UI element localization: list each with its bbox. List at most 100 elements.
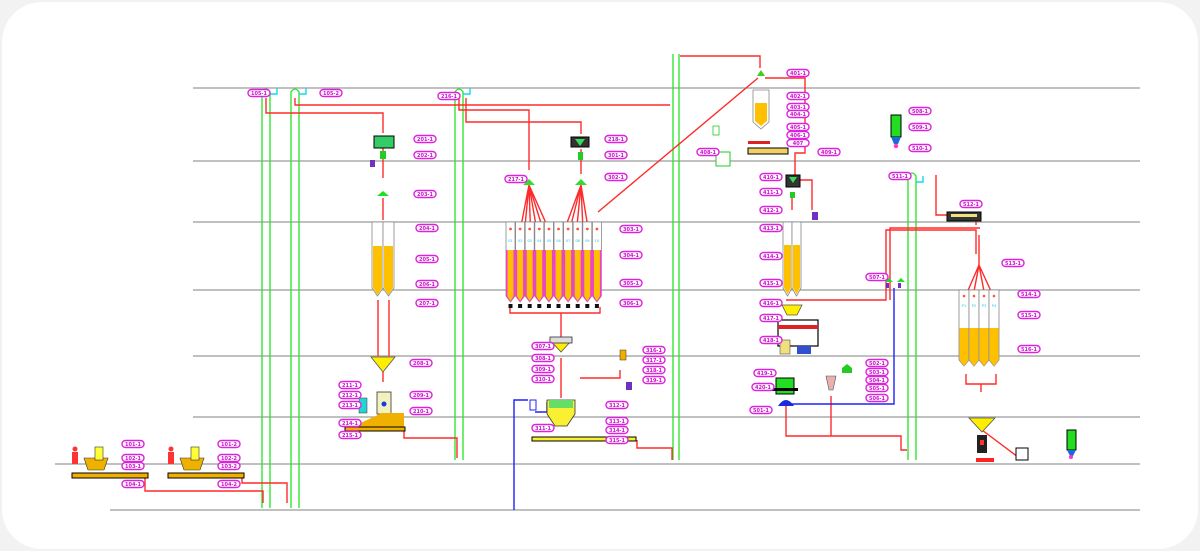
bin-number: 01 xyxy=(508,239,512,243)
tag-label: 208-1 xyxy=(413,361,430,367)
product-bin[interactable]: P4 xyxy=(988,289,1000,367)
separator-top[interactable] xyxy=(523,136,590,185)
tag-label: 105-1 xyxy=(251,91,268,97)
tag-label: 403-1 xyxy=(790,105,807,111)
equipment-tag: 418-1 xyxy=(759,335,783,345)
tag-label: 405-1 xyxy=(790,125,807,131)
tag-label: 302-1 xyxy=(608,175,625,181)
tag-label: 103-1 xyxy=(125,464,142,470)
equipment-tag: 515-1 xyxy=(1017,310,1041,320)
tag-label: 507-1 xyxy=(869,275,886,281)
tag-label: 101-2 xyxy=(221,442,238,448)
intake-station-2[interactable] xyxy=(167,446,245,479)
hopper-packer[interactable] xyxy=(344,356,406,432)
equipment-tag: 101-2 xyxy=(217,439,241,449)
equipment-tag: 308-1 xyxy=(531,353,555,363)
aspiration-lines xyxy=(270,88,924,183)
tempering-bin[interactable]: 04 xyxy=(534,221,545,308)
equipment-tag: 504-1 xyxy=(865,375,889,385)
material-lines xyxy=(144,55,1023,503)
equipment-tag: 411-1 xyxy=(759,187,783,197)
tag-label: 504-1 xyxy=(869,378,886,384)
equipment-tag: 412-1 xyxy=(759,205,783,215)
equipment-tags: 101-1102-1103-1104-1101-2102-2103-2104-2… xyxy=(121,68,1041,489)
tag-label: 515-1 xyxy=(1021,313,1038,319)
equipment-tag: 204-1 xyxy=(415,223,439,233)
operator-icon xyxy=(168,446,174,452)
equipment-tag: 419-1 xyxy=(753,368,777,378)
milling-bins[interactable] xyxy=(782,221,802,297)
tempering-bin[interactable]: 06 xyxy=(553,221,564,308)
equipment-tag: 319-1 xyxy=(642,375,666,385)
equipment-tag: 214-1 xyxy=(338,418,362,428)
equipment-tag: 209-1 xyxy=(409,390,433,400)
roller-mill[interactable] xyxy=(777,304,819,355)
tempering-bin[interactable]: 07 xyxy=(563,221,573,308)
equipment-tag: 503-1 xyxy=(865,367,889,377)
product-bin[interactable]: P1 xyxy=(958,289,970,367)
equipment-tag: 501-1 xyxy=(749,405,773,415)
equipment-tag: 105-1 xyxy=(247,88,271,98)
scalper[interactable] xyxy=(370,135,395,196)
rotary-valves[interactable] xyxy=(885,278,905,288)
storage-silos[interactable] xyxy=(371,221,395,297)
tag-label: 209-1 xyxy=(413,393,430,399)
tag-label: 217-1 xyxy=(508,177,525,183)
tag-label: 414-1 xyxy=(763,254,780,260)
cleaner[interactable] xyxy=(529,336,637,442)
dust-filter-top[interactable] xyxy=(890,114,902,149)
screw-conveyor[interactable] xyxy=(946,211,982,222)
tag-label: 402-1 xyxy=(790,94,807,100)
tag-label: 102-2 xyxy=(221,456,238,462)
equipment-tag: 415-1 xyxy=(759,278,783,288)
tag-label: 216-1 xyxy=(441,94,458,100)
tag-label: 214-1 xyxy=(342,421,359,427)
tag-label: 511-1 xyxy=(892,174,909,180)
dust-filter-bottom[interactable] xyxy=(1066,429,1077,459)
intake-station-1[interactable] xyxy=(71,446,149,479)
equipment-tag: 511-1 xyxy=(888,171,912,181)
equipment-tag: 510-1 xyxy=(908,143,932,153)
tempering-bin[interactable]: 01 xyxy=(505,221,516,308)
tempering-bin[interactable]: 09 xyxy=(582,221,593,308)
equipment-tag: 305-1 xyxy=(619,278,643,288)
tag-label: 412-1 xyxy=(763,208,780,214)
equipment-tag: 218-1 xyxy=(604,134,628,144)
tag-label: 509-1 xyxy=(912,125,929,131)
bucket-elevator xyxy=(290,88,300,508)
tag-label: 409-1 xyxy=(821,150,838,156)
equipment-tag: 104-1 xyxy=(121,479,145,489)
product-bin[interactable]: P3 xyxy=(978,289,990,367)
tag-label: 309-1 xyxy=(535,367,552,373)
product-bin[interactable]: P2 xyxy=(968,289,980,367)
tempering-bin[interactable]: 10 xyxy=(592,221,602,308)
tag-label: 419-1 xyxy=(757,371,774,377)
equipment-tag: 502-1 xyxy=(865,358,889,368)
tempering-bin[interactable]: 08 xyxy=(572,221,583,308)
tag-label: 318-1 xyxy=(646,368,663,374)
equipment-tag: 409-1 xyxy=(817,147,841,157)
tempering-bin[interactable]: 05 xyxy=(544,221,554,308)
purifier[interactable] xyxy=(772,364,852,406)
scale-bin[interactable] xyxy=(712,70,818,220)
equipment-tag: 210-1 xyxy=(409,406,433,416)
tag-label: 503-1 xyxy=(869,370,886,376)
tag-label: 416-1 xyxy=(763,301,780,307)
tag-label: 103-2 xyxy=(221,464,238,470)
equipment-tag: 216-1 xyxy=(437,91,461,101)
tag-label: 407 xyxy=(793,141,804,147)
tag-label: 104-1 xyxy=(125,482,142,488)
tag-label: 505-1 xyxy=(869,386,886,392)
equipment-tag: 512-1 xyxy=(959,199,983,209)
tag-label: 102-1 xyxy=(125,456,142,462)
tag-label: 101-1 xyxy=(125,442,142,448)
equipment-tag: 516-1 xyxy=(1017,344,1041,354)
equipment-tag: 410-1 xyxy=(759,172,783,182)
packing-scale[interactable] xyxy=(968,417,1029,462)
equipment-tag: 407 xyxy=(786,138,810,148)
tempering-bin[interactable]: 03 xyxy=(524,221,535,308)
tempering-bin[interactable]: 02 xyxy=(515,221,525,308)
